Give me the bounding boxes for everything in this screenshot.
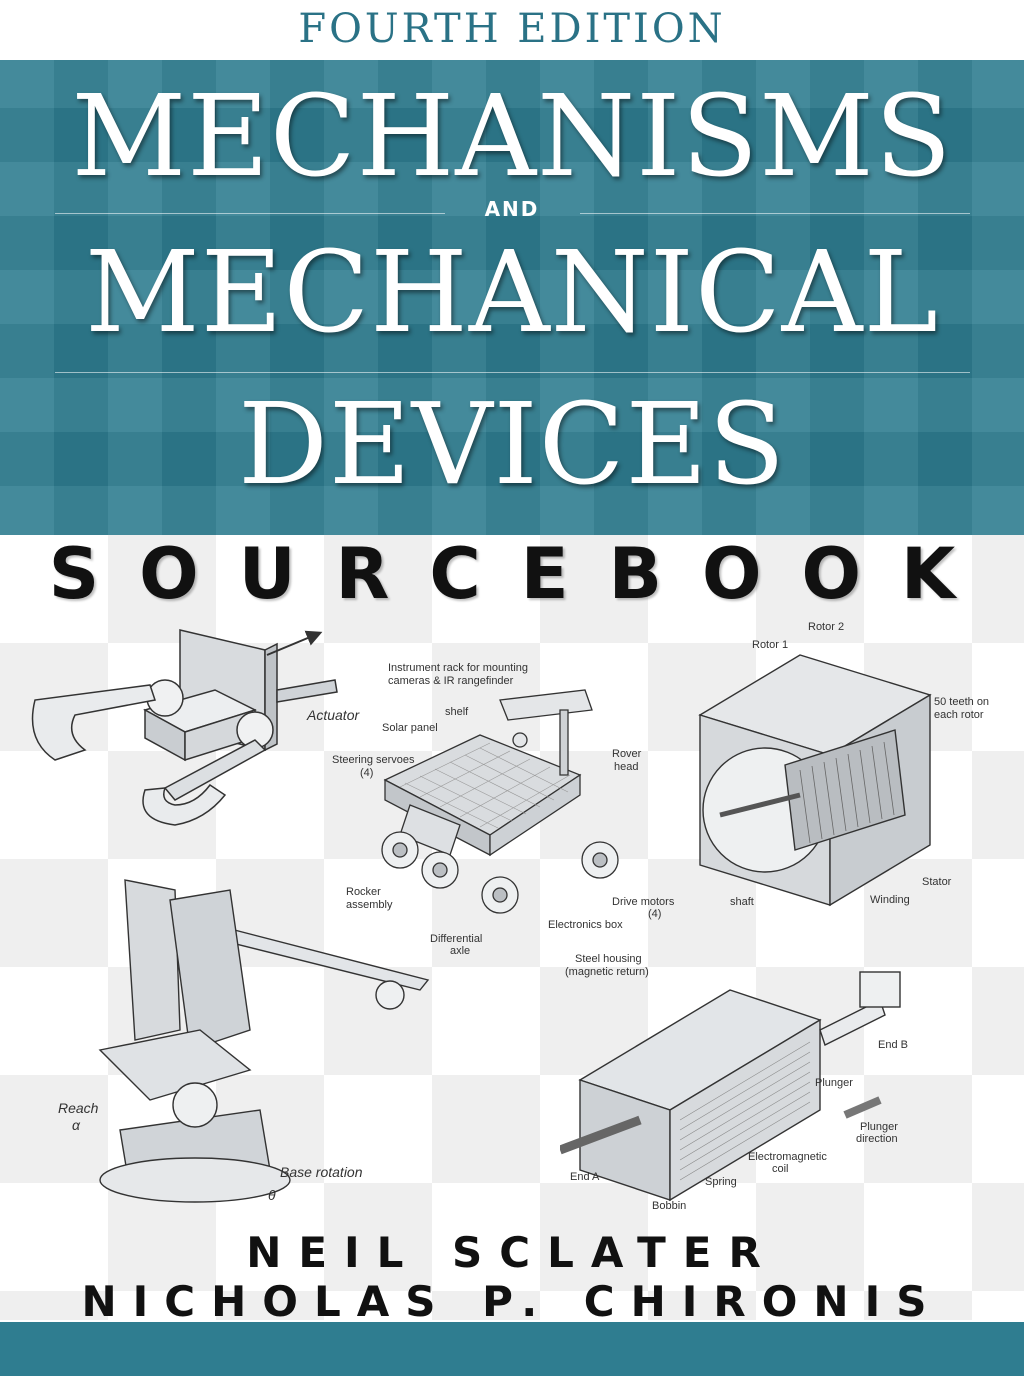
label-rocker-2: assembly bbox=[346, 899, 393, 911]
label-solar-panel: Solar panel bbox=[382, 722, 438, 734]
label-shelf: shelf bbox=[445, 706, 469, 718]
label-electronics: Electronics box bbox=[548, 919, 623, 931]
label-steel-housing: Steel housing bbox=[575, 953, 642, 965]
label-rotor2: Rotor 2 bbox=[808, 621, 844, 633]
label-instrument-rack-2: cameras & IR rangefinder bbox=[388, 675, 514, 687]
label-instrument-rack: Instrument rack for mounting bbox=[388, 662, 528, 674]
robot-illustration: Reach α Base rotation θ bbox=[58, 879, 430, 1203]
label-reach: Reach bbox=[58, 1100, 99, 1116]
label-rover-head: Rover bbox=[612, 748, 642, 760]
label-differential-2: axle bbox=[450, 945, 470, 955]
edition-strip bbox=[0, 0, 1024, 60]
label-drive-count: (4) bbox=[648, 908, 661, 920]
title-line-mechanisms: MECHANISMS bbox=[71, 72, 953, 202]
label-steering-count: (4) bbox=[360, 767, 373, 779]
label-coil-2: coil bbox=[772, 1163, 789, 1175]
edition-label: FOURTH EDITION bbox=[298, 6, 726, 52]
label-plunger-direction: Plunger bbox=[860, 1121, 898, 1133]
label-plunger-direction-2: direction bbox=[856, 1133, 898, 1145]
label-alpha: α bbox=[72, 1117, 81, 1133]
rover-illustration: Instrument rack for mounting cameras & I… bbox=[332, 662, 675, 955]
title-rule bbox=[55, 213, 445, 214]
title-rule bbox=[55, 372, 970, 373]
label-teeth: 50 teeth on bbox=[934, 696, 989, 708]
subtitle-sourcebook: SOURCEBOOK bbox=[48, 533, 996, 615]
label-actuator: Actuator bbox=[306, 707, 360, 723]
title-rule bbox=[580, 213, 970, 214]
author-nicholas-chironis: NICHOLAS P. CHIRONIS bbox=[81, 1277, 943, 1326]
label-drive-motors: Drive motors bbox=[612, 896, 675, 908]
label-steering: Steering servoes bbox=[332, 754, 415, 766]
label-teeth-2: each rotor bbox=[934, 709, 984, 721]
label-winding: Winding bbox=[870, 894, 910, 906]
solenoid-illustration: Steel housing (magnetic return) End B Pl… bbox=[560, 953, 908, 1212]
label-steel-housing-2: (magnetic return) bbox=[565, 966, 649, 978]
label-end-a: End A bbox=[570, 1171, 600, 1183]
label-rocker: Rocker bbox=[346, 886, 381, 898]
label-differential: Differential bbox=[430, 933, 482, 945]
label-spring: Spring bbox=[705, 1176, 737, 1188]
label-stator: Stator bbox=[922, 876, 952, 888]
motor-illustration: Rotor 2 Rotor 1 50 teeth on each rotor s… bbox=[698, 621, 989, 908]
label-end-b: End B bbox=[878, 1039, 908, 1051]
title-line-devices: DEVICES bbox=[238, 380, 786, 510]
title-and: AND bbox=[484, 197, 540, 221]
title-line-mechanical: MECHANICAL bbox=[85, 228, 939, 358]
label-base-rotation: Base rotation bbox=[280, 1164, 363, 1180]
gripper-illustration: Actuator bbox=[31, 629, 360, 826]
label-bobbin: Bobbin bbox=[652, 1200, 686, 1212]
label-plunger: Plunger bbox=[815, 1077, 853, 1089]
bottom-band bbox=[0, 1322, 1024, 1376]
label-theta: θ bbox=[268, 1187, 276, 1203]
title-band bbox=[0, 0, 1024, 535]
label-rover-head-2: head bbox=[614, 761, 638, 773]
label-shaft: shaft bbox=[730, 896, 754, 908]
label-rotor1: Rotor 1 bbox=[752, 639, 788, 651]
author-neil-sclater: NEIL SCLATER bbox=[246, 1228, 778, 1277]
label-coil: Electromagnetic bbox=[748, 1151, 827, 1163]
